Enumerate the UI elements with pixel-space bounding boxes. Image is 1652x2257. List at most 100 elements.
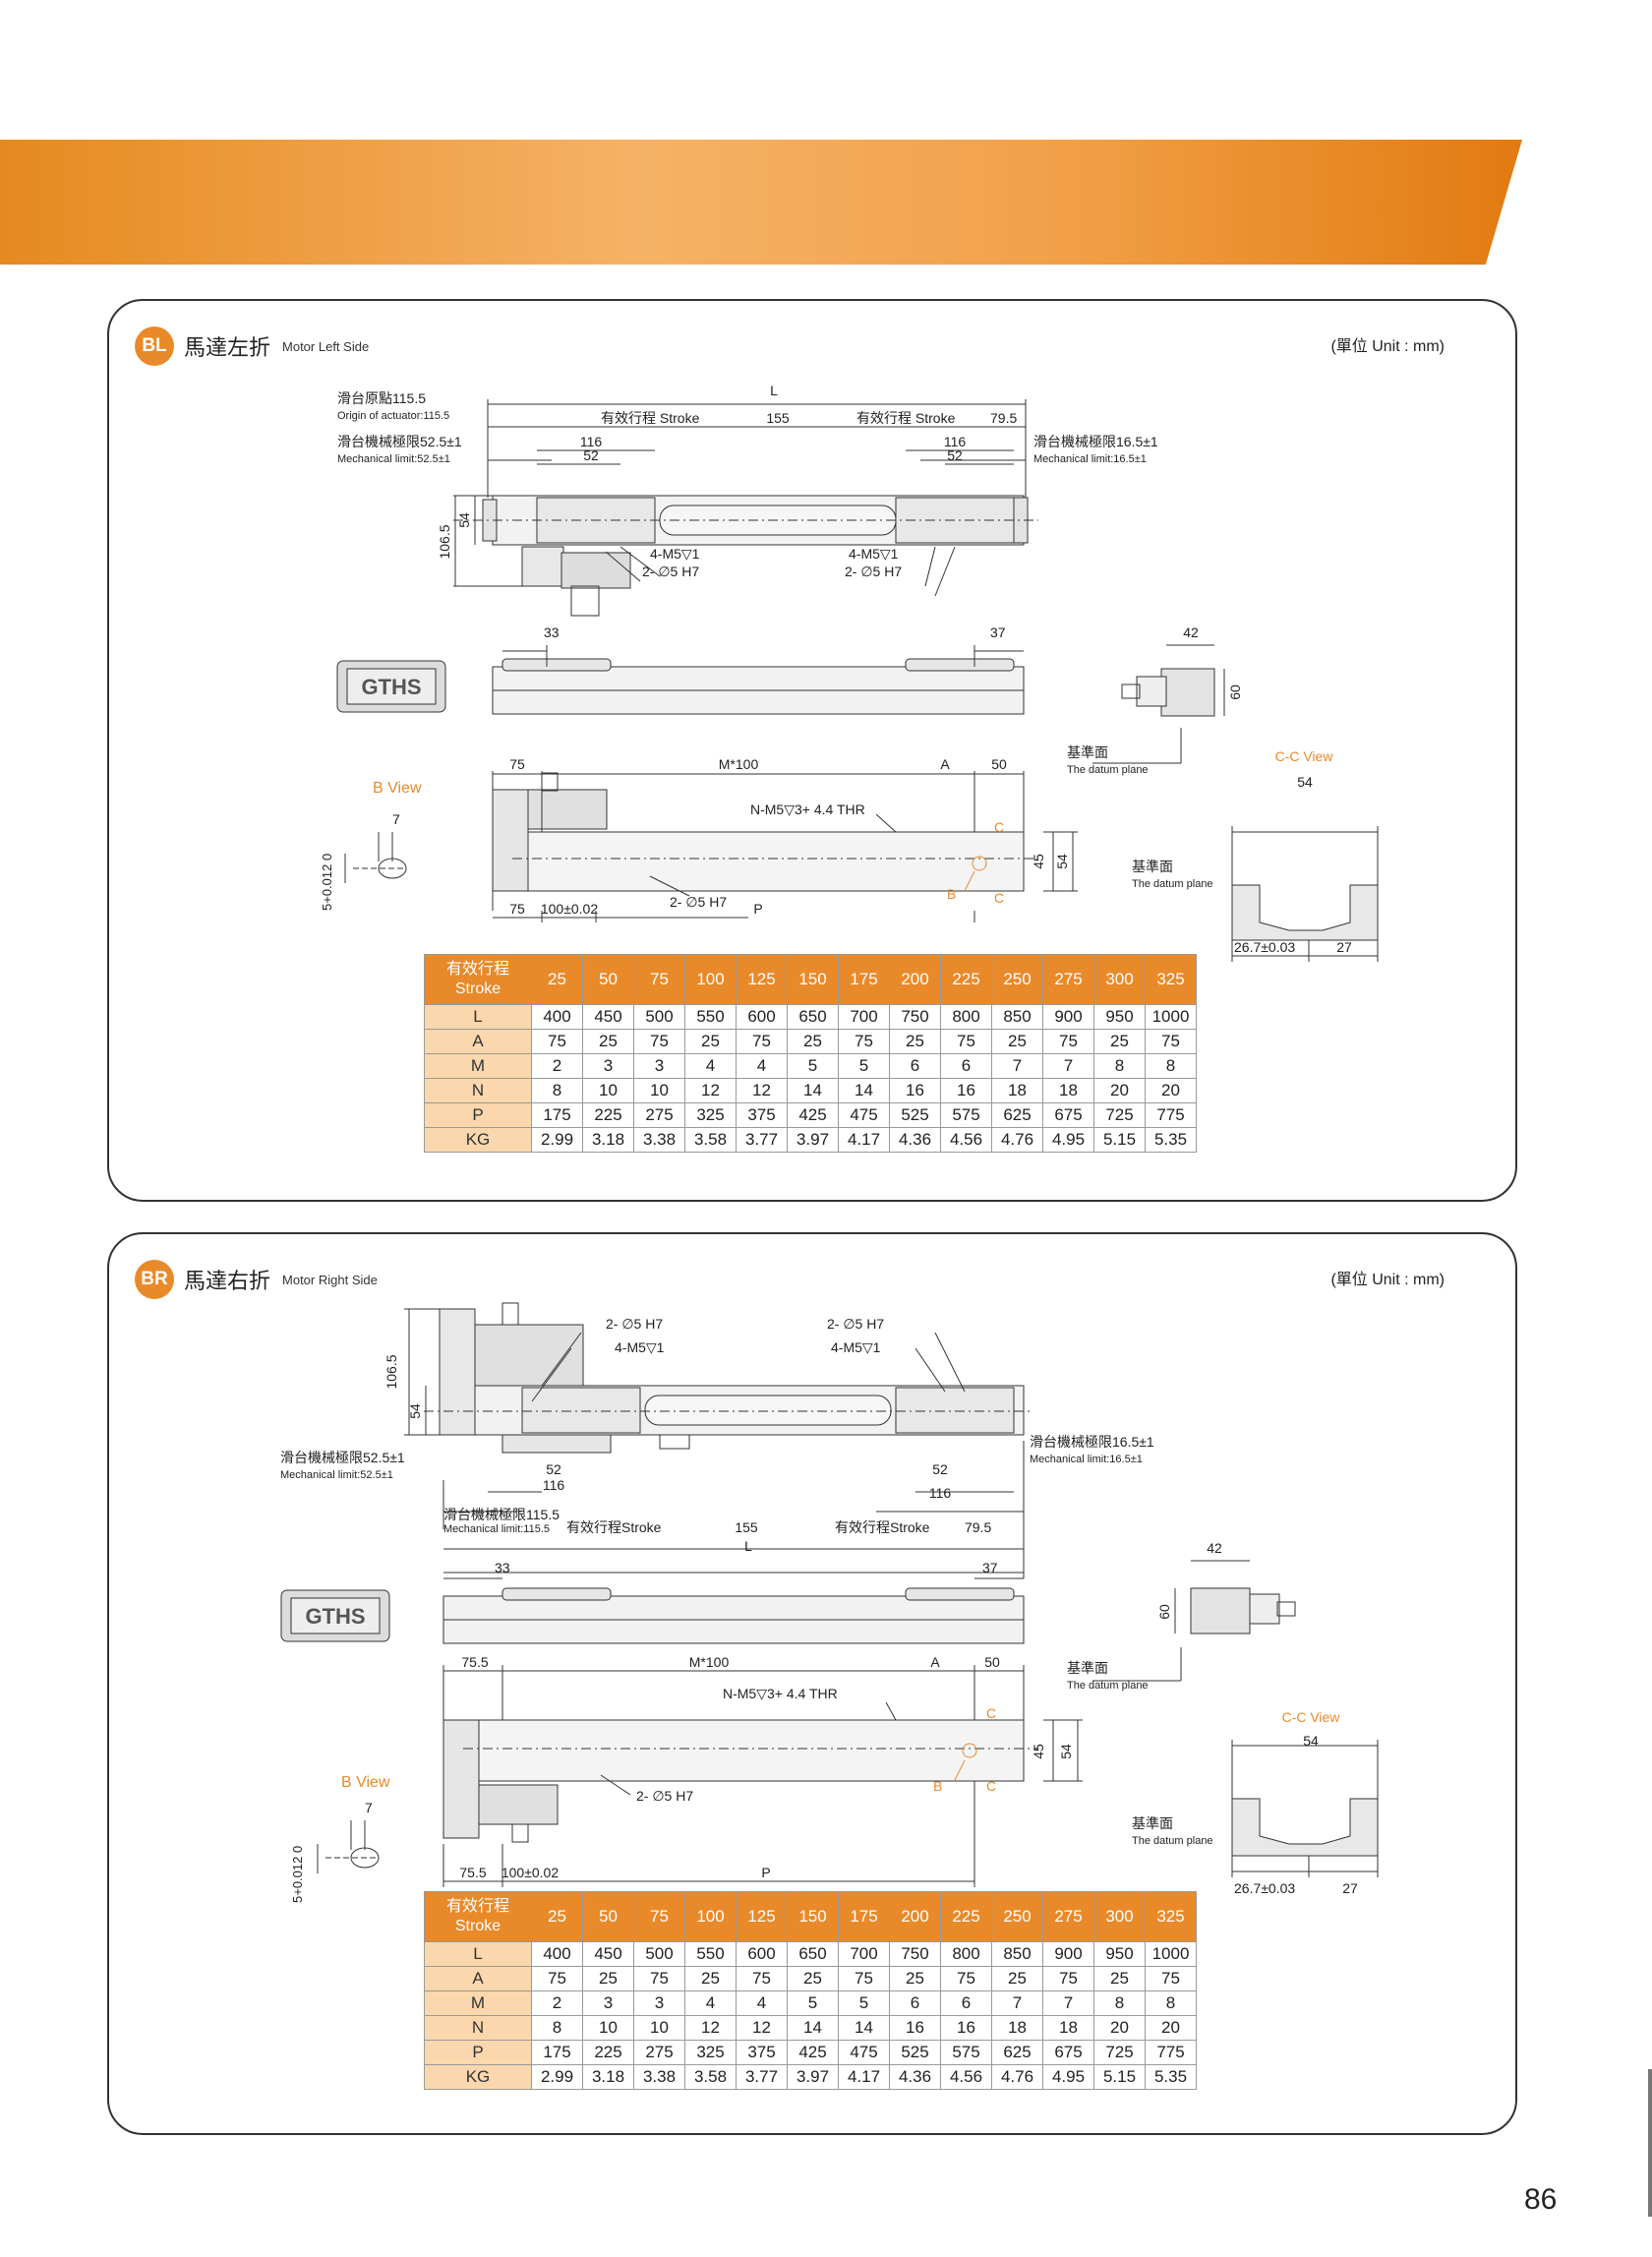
table-cell: 25	[684, 1966, 737, 1991]
section-header: BL 馬達左折 Motor Left Side	[135, 327, 369, 366]
dim-P: P	[753, 901, 762, 917]
dim-50: 50	[991, 756, 1007, 772]
datum-en: The datum plane	[1067, 1680, 1149, 1692]
table-cell: 25	[1093, 1966, 1146, 1991]
mech-right-cn: 滑台機械極限16.5±1	[1030, 1434, 1154, 1450]
stroke-col: 75	[633, 1891, 685, 1942]
dim-L: L	[770, 383, 778, 398]
cc-view-label: C-C View	[1275, 748, 1334, 764]
view-b-marker: B	[947, 886, 956, 902]
table-cell: 500	[633, 1941, 685, 1967]
table-cell: 775	[1145, 2040, 1197, 2065]
dim-75-5-top: 75.5	[461, 1654, 488, 1670]
table-cell: 700	[838, 1941, 890, 1967]
table-cell: 525	[889, 2040, 941, 2065]
section-c-top: C	[994, 819, 1004, 835]
dim-75-5-bottom: 75.5	[459, 1865, 486, 1880]
table-cell: 325	[684, 1102, 737, 1128]
table-cell: 8	[1145, 1990, 1197, 2016]
table-cell: 75	[633, 1029, 685, 1054]
dim-52-a: 52	[583, 447, 599, 463]
table-cell: 6	[940, 1990, 992, 2016]
table-cell: 7	[991, 1990, 1043, 2016]
table-cell: 4	[736, 1990, 788, 2016]
stroke-right-label: 有效行程 Stroke	[856, 410, 956, 426]
table-cell: 3.58	[684, 2064, 737, 2090]
table-cell: 4.95	[1042, 1127, 1094, 1153]
dim-26-7: 26.7±0.03	[1234, 939, 1295, 955]
dim-79-5: 79.5	[965, 1519, 991, 1535]
pin-callout-3: 2- ∅5 H7	[670, 894, 727, 910]
dim-A: A	[940, 756, 950, 772]
table-cell: 425	[787, 1102, 839, 1128]
table-cell: 5	[838, 1053, 890, 1079]
section-badge: BR	[135, 1260, 174, 1299]
stroke-col: 50	[582, 1891, 634, 1942]
table-cell: 625	[991, 1102, 1043, 1128]
table-cell: 75	[531, 1966, 583, 1991]
stroke-col: 25	[531, 954, 583, 1005]
dim-116-b: 116	[944, 434, 967, 449]
table-cell: 800	[940, 1941, 992, 1967]
motor-left-side-panel: BL 馬達左折 Motor Left Side (單位 Unit : mm)	[107, 299, 1517, 1202]
stroke-col: 125	[736, 954, 788, 1005]
table-cell: 25	[1093, 1029, 1146, 1054]
stroke-left-label: 有效行程 Stroke	[601, 410, 700, 426]
table-cell: 1000	[1145, 1004, 1197, 1030]
datum-cn: 基準面	[1067, 1660, 1108, 1676]
row-label: L	[424, 1941, 532, 1967]
table-cell: 20	[1145, 1078, 1197, 1103]
stroke-col: 175	[838, 954, 890, 1005]
section-header: BR 馬達右折 Motor Right Side	[135, 1260, 378, 1299]
table-cell: 3.58	[684, 1127, 737, 1153]
table-cell: 900	[1042, 1004, 1094, 1030]
table-cell: 25	[889, 1029, 941, 1054]
table-cell: 12	[684, 2015, 737, 2041]
dim-A: A	[930, 1654, 940, 1670]
table-cell: 175	[531, 1102, 583, 1128]
table-cell: 6	[940, 1053, 992, 1079]
table-cell: 5.35	[1145, 1127, 1197, 1153]
row-label: M	[424, 1053, 532, 1079]
table-cell: 2.99	[531, 2064, 583, 2090]
table-cell: 450	[582, 1941, 634, 1967]
table-cell: 4.36	[889, 1127, 941, 1153]
table-cell: 750	[889, 1941, 941, 1967]
table-cell: 75	[1145, 1029, 1197, 1054]
table-cell: 550	[684, 1941, 737, 1967]
stroke-col: 325	[1145, 1891, 1197, 1942]
table-cell: 225	[582, 1102, 634, 1128]
datum2-cn: 基準面	[1132, 1815, 1173, 1831]
dim-m100: M*100	[689, 1654, 730, 1670]
table-cell: 10	[582, 2015, 634, 2041]
origin-en: Origin of actuator:115.5	[337, 410, 449, 422]
table-cell: 75	[940, 1966, 992, 1991]
table-cell: 850	[991, 1004, 1043, 1030]
table-cell: 5	[838, 1990, 890, 2016]
mech-left-cn: 滑台機械極限52.5±1	[337, 434, 462, 449]
table-cell: 20	[1093, 1078, 1146, 1103]
dim-106-5: 106.5	[384, 1354, 399, 1389]
dim-54-b: 54	[1058, 1744, 1074, 1759]
dim-54: 54	[407, 1403, 423, 1419]
stroke-col: 175	[838, 1891, 890, 1942]
table-cell: 3.77	[736, 1127, 788, 1153]
stroke-col: 250	[991, 954, 1043, 1005]
table-cell: 700	[838, 1004, 890, 1030]
table-cell: 3	[582, 1053, 634, 1079]
table-cell: 4.17	[838, 2064, 890, 2090]
table-cell: 675	[1042, 1102, 1094, 1128]
dim-26-7: 26.7±0.03	[1234, 1880, 1295, 1896]
pin-callout-2: 2- ∅5 H7	[827, 1316, 884, 1332]
table-cell: 10	[633, 1078, 685, 1103]
section-title: 馬達右折	[184, 1269, 271, 1293]
cc-dim-54: 54	[1303, 1733, 1319, 1749]
table-cell: 650	[787, 1941, 839, 1967]
row-label: KG	[424, 1127, 532, 1153]
stroke-col: 100	[684, 1891, 737, 1942]
table-cell: 650	[787, 1004, 839, 1030]
b-view-label: B View	[341, 1774, 390, 1791]
table-cell: 75	[940, 1029, 992, 1054]
